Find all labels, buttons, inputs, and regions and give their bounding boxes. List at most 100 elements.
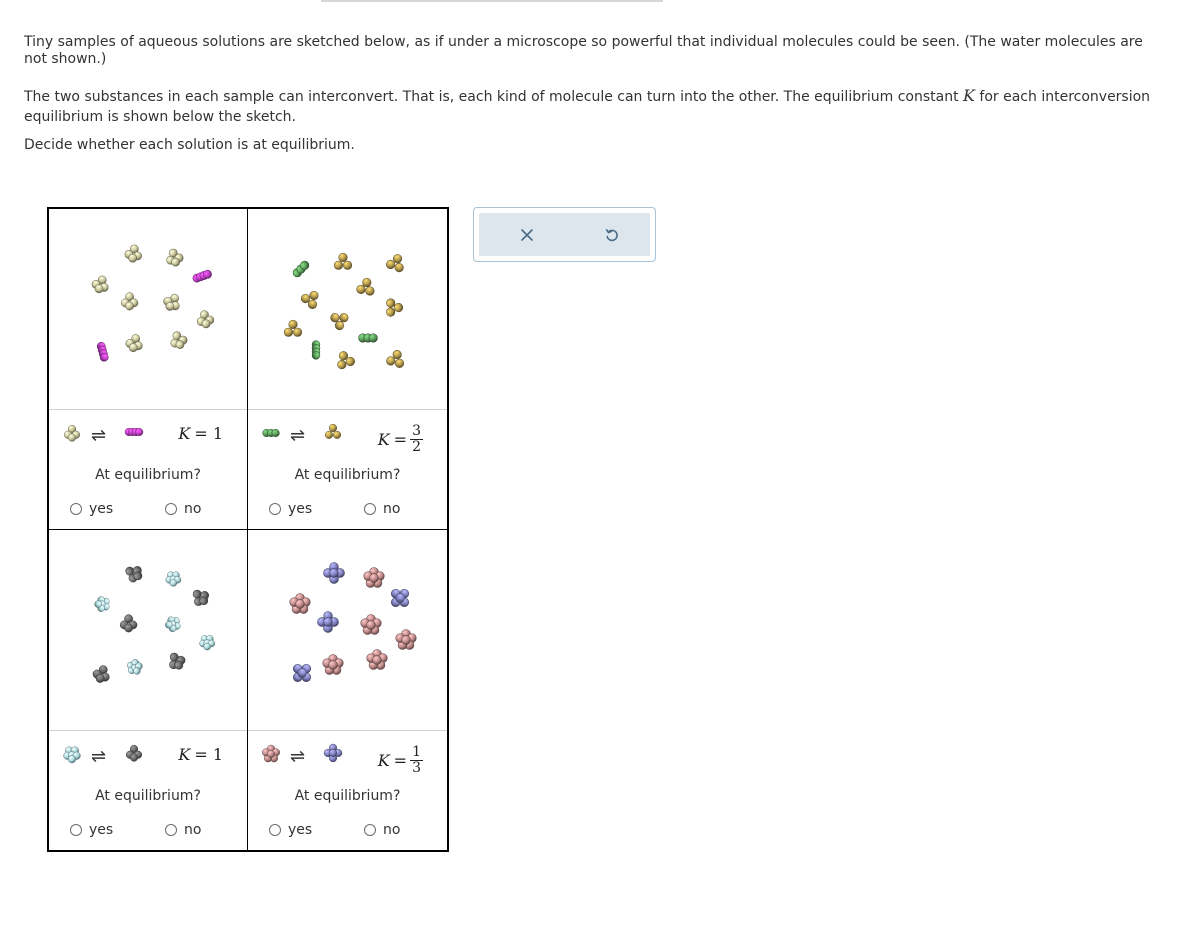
k-numerator: 3 [410,423,423,440]
no-label: no [184,501,202,517]
sample-1-equilibrium: ⇌ K = 1 [49,410,247,460]
toolbar-panel [479,213,650,256]
sample-4-yes-option[interactable]: yes [269,822,312,838]
radio-button[interactable] [165,823,177,836]
k-equals: = [393,430,408,449]
no-label: no [383,821,401,838]
gold-cluster-molecule-icon [356,277,375,296]
undo-button[interactable] [598,221,626,249]
k-denominator: 2 [412,439,421,455]
undo-icon [605,229,618,242]
sample-4-k-expression: K = 1 3 [378,743,423,776]
k-value: = 1 [194,424,223,443]
sample-3-reaction-icon [63,744,143,763]
k-variable: K [963,86,975,105]
purple-cross-molecule-icon [390,588,410,607]
sample-4: ⇌ K = 1 3 At equilibrium? yes no [248,530,447,851]
tan-cluster-molecule-icon [196,310,215,329]
tan-cluster-molecule-icon [170,331,188,349]
gold-cluster-molecule-icon [386,298,404,317]
radio-button[interactable] [364,823,376,836]
green-chain-molecule-icon [358,333,378,343]
sample-4-equilibrium: ⇌ K = 1 3 [248,731,447,781]
k-numerator: 1 [410,743,423,761]
samples-grid: ⇌ K = 1 At equilibrium? yes no ⇌ K = 3 2 [47,207,449,852]
gray-cluster-molecule-icon [125,565,143,582]
sample-2-yes-option[interactable]: yes [269,501,312,517]
yes-label: yes [288,501,313,517]
clear-button[interactable] [513,221,541,249]
magenta-chain-molecule-icon [124,427,144,437]
magenta-chain-molecule-icon [96,342,109,362]
equilibrium-arrow-icon: ⇌ [290,425,306,446]
sample-2-reaction-icon [262,423,342,439]
sample-4-question: At equilibrium? [294,787,401,804]
gray-cluster-molecule-icon [92,664,110,683]
k-fraction: 1 3 [410,743,423,776]
pink-ring-molecule-icon [322,653,344,675]
sample-3-sketch [49,530,247,731]
k-denominator: 3 [412,759,421,776]
k-symbol: K [178,744,191,764]
magenta-chain-molecule-icon [192,269,212,283]
radio-button[interactable] [70,823,82,836]
sample-1-yes-option[interactable]: yes [70,501,113,517]
purple-cross-molecule-icon [317,610,339,633]
equilibrium-arrow-icon: ⇌ [290,745,306,767]
sample-1-reaction-icon [63,424,144,442]
gold-cluster-molecule-icon [330,313,349,331]
pink-ring-molecule-icon [395,628,417,650]
equilibrium-arrow-icon: ⇌ [91,425,107,446]
yes-label: yes [89,821,114,838]
intro-paragraph: Tiny samples of aqueous solutions are sk… [24,34,1143,67]
sample-2-no-option[interactable]: no [364,501,400,517]
yes-label: yes [288,821,313,838]
sample-2-question: At equilibrium? [294,467,401,483]
lightblue-cluster-molecule-icon [165,616,181,632]
pink-ring-molecule-icon [366,648,388,670]
pink-ring-molecule-icon [360,613,382,635]
gold-cluster-molecule-icon [386,350,405,368]
radio-button[interactable] [70,503,82,515]
sample-3-equilibrium: ⇌ K = 1 [49,731,247,781]
purple-cross-molecule-icon [323,743,343,762]
gray-cluster-molecule-icon [169,652,186,670]
sample-3-yes-option[interactable]: yes [70,822,113,838]
no-label: no [383,501,401,517]
radio-button[interactable] [165,503,177,515]
gray-cluster-molecule-icon [192,589,209,606]
k-symbol: K [377,430,390,449]
gold-cluster-molecule-icon [337,351,355,370]
k-equals: = [393,750,408,770]
tan-cluster-molecule-icon [120,292,139,311]
lightblue-cluster-molecule-icon [165,570,182,587]
sample-2-sketch [248,209,447,410]
lightblue-cluster-molecule-icon [94,595,110,612]
radio-button[interactable] [269,823,281,836]
task-paragraph: Decide whether each solution is at equil… [24,137,355,153]
no-label: no [184,821,202,838]
green-chain-molecule-icon [292,260,310,278]
pink-ring-molecule-icon [262,744,280,762]
k-symbol: K [178,424,191,443]
sample-4-no-option[interactable]: no [364,822,400,838]
equilibrium-arrow-icon: ⇌ [91,745,107,767]
pink-ring-molecule-icon [363,566,385,588]
constant-paragraph: The two substances in each sample can in… [24,86,1164,127]
sample-4-reaction-icon [262,743,343,762]
constant-paragraph-end: for each interconversion equilibrium is … [24,89,1151,125]
sample-1-no-option[interactable]: no [165,501,201,517]
k-value: = 1 [194,744,223,764]
sample-3-no-option[interactable]: no [165,822,201,838]
gold-cluster-molecule-icon [283,319,303,337]
k-fraction: 3 2 [410,424,423,455]
lightblue-cluster-molecule-icon [63,746,81,763]
lightblue-cluster-molecule-icon [199,634,216,650]
tan-cluster-molecule-icon [63,424,81,442]
gold-cluster-molecule-icon [300,290,319,309]
yes-label: yes [89,501,114,517]
radio-button[interactable] [364,503,376,515]
radio-button[interactable] [269,503,281,515]
tan-cluster-molecule-icon [163,293,180,311]
gray-cluster-molecule-icon [119,613,138,632]
